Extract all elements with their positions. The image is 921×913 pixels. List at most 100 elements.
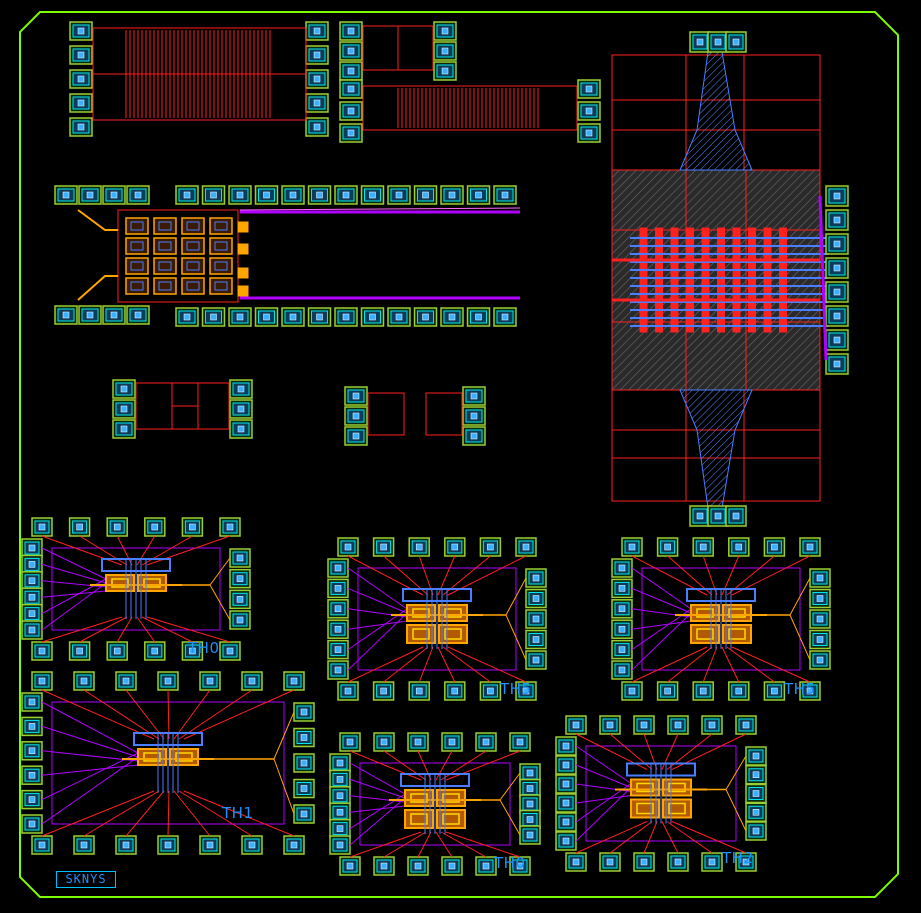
bond-pad	[577, 123, 601, 143]
bond-pad	[229, 548, 251, 568]
bond-pad	[441, 856, 463, 876]
bond-pad	[611, 660, 633, 680]
bond-pad	[327, 599, 349, 619]
bond-pad	[229, 589, 251, 610]
bond-pad	[707, 505, 729, 527]
bond-pad	[611, 599, 633, 619]
bond-pad	[466, 307, 491, 327]
bond-pad	[689, 505, 711, 527]
bond-pad	[78, 305, 102, 325]
bond-pad	[809, 568, 831, 588]
bond-pad	[293, 702, 315, 722]
bond-pad	[21, 814, 43, 834]
bond-pad	[408, 537, 430, 557]
bond-pad	[229, 379, 253, 399]
bond-pad	[599, 852, 621, 872]
bond-pad	[21, 603, 43, 624]
bond-pad	[73, 835, 95, 855]
bond-pad	[219, 641, 241, 661]
bond-pad	[763, 681, 786, 701]
bond-pad	[102, 185, 126, 205]
bond-pad	[21, 571, 43, 591]
bond-pad	[228, 307, 252, 327]
bond-pad	[21, 789, 43, 810]
bond-pad	[825, 185, 849, 207]
bond-pad	[69, 117, 93, 137]
bond-pad	[825, 353, 849, 375]
bond-pad	[667, 852, 689, 872]
bond-pad	[115, 671, 137, 691]
bond-pad	[339, 856, 361, 876]
bond-pad	[701, 715, 723, 735]
bond-pad	[329, 802, 351, 822]
bond-pad	[329, 786, 351, 806]
cell-th2	[555, 715, 767, 872]
bond-pad	[241, 835, 263, 855]
bond-pad	[283, 671, 305, 691]
bond-pad	[327, 578, 349, 599]
bond-pad	[611, 619, 633, 639]
bond-pad	[157, 835, 179, 855]
bond-pad	[327, 619, 349, 639]
bond-pad	[241, 671, 263, 691]
bond-pad	[825, 209, 849, 231]
bond-pad	[339, 21, 363, 41]
bond-pad	[725, 505, 747, 527]
bond-pad	[441, 732, 463, 752]
bond-pad	[31, 641, 53, 661]
bond-pad	[144, 641, 166, 661]
bond-pad	[69, 69, 93, 89]
bond-pad	[689, 31, 711, 53]
cell-th1	[21, 671, 315, 855]
bond-pad	[106, 641, 128, 661]
bond-pad	[112, 399, 136, 419]
bond-pad	[69, 93, 93, 113]
bond-pad	[621, 681, 643, 701]
bond-pad	[344, 426, 368, 446]
bond-pad	[360, 307, 385, 327]
bond-pad	[407, 732, 429, 752]
bond-pad	[339, 79, 363, 99]
bond-pad	[515, 681, 537, 701]
bond-pad	[69, 45, 93, 65]
bond-pad	[229, 399, 253, 419]
bond-pad	[479, 537, 502, 557]
bond-pad	[479, 681, 502, 701]
bond-pad	[525, 629, 547, 650]
bond-pad	[73, 671, 95, 691]
bond-pad	[360, 185, 385, 205]
bond-pad	[339, 61, 363, 81]
bond-pad	[175, 185, 199, 205]
bond-pad	[293, 753, 315, 773]
chip-name-label: SKNYS	[56, 871, 116, 888]
resistor-array-top-left	[69, 21, 329, 137]
bond-pad	[21, 741, 43, 761]
bond-pad	[329, 818, 351, 839]
heater-array-middle-left	[54, 185, 521, 327]
bond-pad	[633, 715, 655, 735]
bond-pad	[254, 185, 279, 205]
bond-pad	[54, 305, 78, 325]
bond-pad	[372, 537, 395, 557]
bond-pad	[281, 307, 305, 327]
bond-pad	[327, 639, 349, 660]
bond-pad	[475, 856, 497, 876]
test-structures-middle	[112, 379, 486, 446]
bond-pad	[293, 778, 315, 799]
bond-pad	[327, 558, 349, 578]
bond-pad	[126, 305, 150, 325]
bond-pad	[433, 61, 457, 81]
bond-pad	[112, 379, 136, 399]
bond-pad	[102, 305, 126, 325]
bond-pad	[68, 641, 91, 661]
bond-pad	[228, 185, 252, 205]
bond-pad	[799, 537, 821, 557]
label-th1: TH1	[222, 804, 254, 822]
bond-pad	[763, 537, 786, 557]
bond-pad	[809, 588, 831, 609]
bond-pad	[199, 835, 221, 855]
bond-pad	[621, 537, 643, 557]
bond-pad	[440, 185, 464, 205]
bond-pad	[444, 681, 466, 701]
bond-pad	[633, 852, 655, 872]
